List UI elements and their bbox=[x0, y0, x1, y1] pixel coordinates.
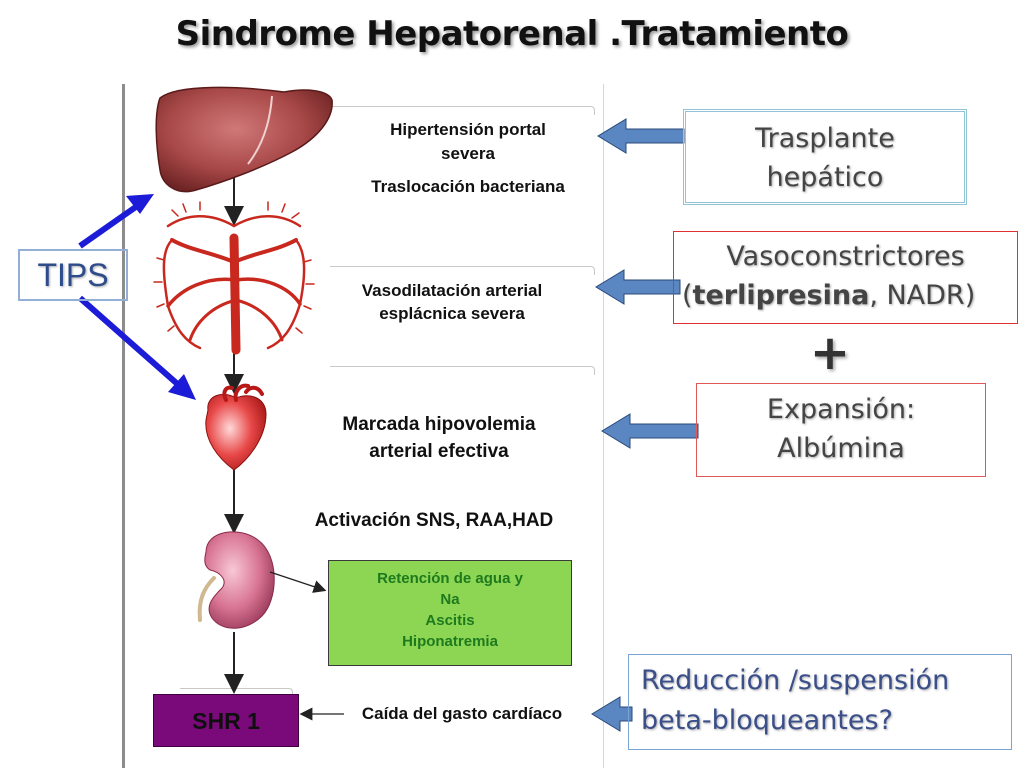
expansion-line2: Albúmina bbox=[777, 433, 905, 464]
albumin-arrow bbox=[601, 413, 699, 449]
hypovolemia-label: Marcada hipovolemia arterial efectiva bbox=[314, 411, 564, 465]
hypovolemia-line2: arterial efectiva bbox=[369, 441, 509, 462]
liver-icon bbox=[155, 86, 333, 193]
tips-to-liver-arrow bbox=[78, 194, 154, 249]
vasodilation-line2: esplácnica severa bbox=[379, 304, 525, 323]
liver-transplant-box: Trasplante hepático bbox=[683, 109, 967, 205]
transplant-arrow bbox=[597, 118, 685, 154]
hypovolemia-line1: Marcada hipovolemia bbox=[342, 414, 536, 435]
kidney-pointer-arrow bbox=[269, 571, 327, 593]
heart-stage-divider bbox=[330, 366, 595, 375]
nadr-text: , NADR) bbox=[869, 280, 976, 311]
expansion-line1: Expansión: bbox=[766, 394, 916, 425]
splanchnic-vasodilation-label: Vasodilatación arterial esplácnica sever… bbox=[326, 279, 578, 325]
heart-icon bbox=[205, 383, 267, 471]
slide-title: Sindrome Hepatorenal .Tratamiento bbox=[175, 14, 849, 54]
portal-hypertension-label: Hipertensión portal severa bbox=[340, 118, 596, 166]
albumin-expansion-box: Expansión: Albúmina bbox=[696, 383, 986, 477]
cardiac-output-drop-label: Caída del gasto cardíaco bbox=[361, 704, 563, 723]
vasoconstrictors-line2: (terlipresina, NADR) bbox=[674, 276, 1017, 315]
neurohormonal-activation-label: Activación SNS, RAA,HAD bbox=[314, 510, 554, 531]
vasoconstrictor-arrow bbox=[595, 269, 681, 305]
liver-stage-divider bbox=[330, 106, 595, 115]
hyponatremia-line: Hiponatremia bbox=[402, 633, 498, 650]
tips-to-heart-arrow bbox=[78, 295, 196, 400]
shr1-box: SHR 1 bbox=[153, 694, 299, 747]
transplant-line2: hepático bbox=[766, 162, 884, 193]
water-retention-line1: Retención de agua y bbox=[377, 570, 523, 587]
splanchnic-vessels-icon bbox=[153, 201, 315, 355]
vasodilation-line1: Vasodilatación arterial bbox=[361, 281, 543, 300]
water-retention-line2: Na bbox=[440, 591, 460, 608]
portal-hypertension-line1: Hipertensión portal bbox=[390, 120, 546, 139]
vasoconstrictors-line1: Vasoconstrictores bbox=[726, 241, 965, 272]
vasoconstrictors-box: Vasoconstrictores (terlipresina, NADR) bbox=[673, 231, 1018, 324]
transplant-line1: Trasplante bbox=[755, 123, 895, 154]
betablocker-line2: beta-bloqueantes? bbox=[641, 705, 893, 736]
betablocker-line1: Reducción /suspensión bbox=[641, 665, 950, 696]
water-retention-box: Retención de agua y Na Ascitis Hiponatre… bbox=[328, 560, 572, 666]
kidney-icon bbox=[197, 531, 275, 629]
portal-hypertension-line2: severa bbox=[441, 144, 495, 163]
betablocker-arrow bbox=[591, 696, 633, 732]
ascites-line: Ascitis bbox=[425, 612, 475, 629]
tips-box: TIPS bbox=[18, 249, 128, 301]
betablocker-box: Reducción /suspensión beta-bloqueantes? bbox=[628, 654, 1012, 750]
flow-panel bbox=[122, 84, 604, 768]
bacterial-translocation-label: Traslocación bacteriana bbox=[371, 177, 565, 196]
vaso-open-paren: ( bbox=[682, 280, 693, 311]
plus-sign: + bbox=[809, 325, 851, 381]
terlipresina-text: terlipresina bbox=[692, 280, 870, 311]
vessel-stage-divider bbox=[330, 266, 595, 275]
